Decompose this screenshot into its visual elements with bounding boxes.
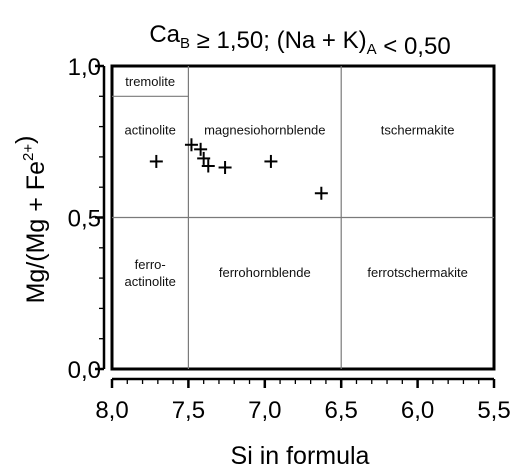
title-subscript: B bbox=[180, 35, 190, 52]
data-point bbox=[201, 159, 215, 173]
x-tick-label: 6,5 bbox=[325, 397, 358, 424]
field-label-line: ferro- bbox=[135, 257, 166, 272]
x-tick-label: 7,5 bbox=[172, 397, 205, 424]
field-label: tschermakite bbox=[381, 123, 455, 138]
chart-title: CaB ≥ 1,50; (Na + K)A < 0,50 bbox=[149, 21, 450, 60]
y-label-superscript: 2+ bbox=[20, 144, 37, 161]
data-point bbox=[264, 154, 278, 168]
x-tick-label: 5,5 bbox=[477, 397, 510, 424]
y-axis-label: Mg/(Mg + Fe2+) bbox=[11, 136, 50, 304]
y-axis: 0,0 0,5 1,0 bbox=[68, 54, 106, 384]
y-tick-label: 0,5 bbox=[68, 206, 101, 233]
data-points bbox=[149, 138, 328, 200]
field-label-line: tremolite bbox=[125, 74, 175, 89]
title-subscript: A bbox=[367, 41, 377, 58]
data-point bbox=[197, 151, 211, 165]
field-boundaries bbox=[112, 66, 494, 369]
field-labels: tremolite actinolite magnesiohornblende tsc… bbox=[125, 74, 468, 289]
field-label-line: magnesiohornblende bbox=[204, 123, 325, 138]
y-tick-label: 1,0 bbox=[68, 54, 101, 81]
y-label-part: Mg/(Mg + Fe bbox=[22, 161, 50, 303]
field-label-line: actinolite bbox=[125, 274, 176, 289]
y-label-part: ) bbox=[11, 136, 39, 144]
data-point bbox=[218, 161, 232, 175]
data-point bbox=[194, 142, 208, 156]
x-axis: 8,0 7,5 7,0 6,5 6,0 5,5 bbox=[95, 377, 511, 424]
field-label: magnesiohornblende bbox=[204, 123, 325, 138]
field-label: ferrohornblende bbox=[219, 265, 311, 280]
field-label: tremolite bbox=[125, 74, 175, 89]
data-point bbox=[314, 186, 328, 200]
field-label-line: ferrotschermakite bbox=[367, 265, 467, 280]
field-label-line: tschermakite bbox=[381, 123, 455, 138]
title-part: < 0,50 bbox=[377, 33, 451, 60]
y-tick-label: 0,0 bbox=[68, 357, 101, 384]
field-label: ferrotschermakite bbox=[367, 265, 467, 280]
field-label-line: actinolite bbox=[125, 123, 176, 138]
x-axis-label: Si in formula bbox=[231, 442, 370, 470]
x-tick-label: 8,0 bbox=[95, 397, 128, 424]
data-point bbox=[149, 154, 163, 168]
x-tick-label: 7,0 bbox=[248, 397, 281, 424]
field-label-line: ferrohornblende bbox=[219, 265, 311, 280]
field-label: actinolite bbox=[125, 123, 176, 138]
title-part: ≥ 1,50; (Na + K) bbox=[190, 27, 367, 54]
field-label: ferro-actinolite bbox=[125, 257, 176, 289]
x-tick-label: 6,0 bbox=[401, 397, 434, 424]
title-part: Ca bbox=[149, 21, 180, 48]
data-point bbox=[184, 138, 198, 152]
